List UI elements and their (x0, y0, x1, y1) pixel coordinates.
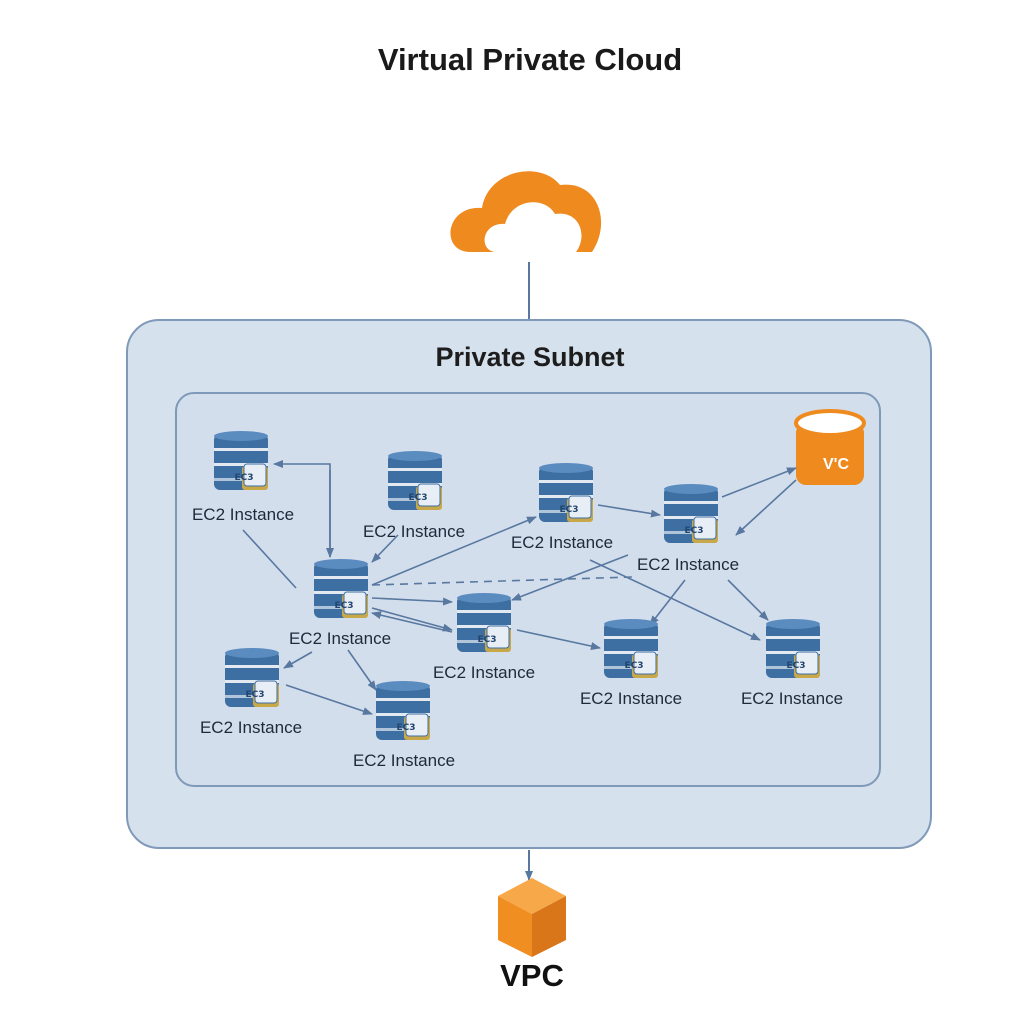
ec2-instance-node[interactable]: EC2 Instance (240, 629, 440, 739)
server-badge: EC3 (786, 661, 805, 671)
server-badge: EC3 (408, 493, 427, 503)
connection-arrow (347, 649, 377, 691)
vpc-cube-icon (498, 878, 566, 957)
connection-arrow (371, 576, 633, 586)
cloud-icon (450, 171, 602, 252)
connection-arrow (371, 516, 537, 586)
server-badge: EC3 (559, 505, 578, 515)
ec2-instance-node[interactable]: EC2 Instance (692, 689, 892, 799)
page-title: Virtual Private Cloud (377, 42, 683, 77)
server-badge: EC3 (396, 723, 415, 733)
connection-arrow (589, 559, 761, 641)
connection-arrow (735, 479, 797, 536)
server-badge: EC3 (234, 473, 253, 483)
connection-arrow (511, 554, 629, 601)
ec2-instance-node[interactable]: EC2 Instance (151, 718, 351, 828)
ec2-instance-node[interactable]: EC2 Instance (588, 555, 788, 665)
subnet-title: Private Subnet (435, 342, 625, 372)
connection-arrow (649, 579, 686, 626)
instance-label: EC2 Instance (432, 663, 536, 682)
ec2-instance-node[interactable]: EC2 Instance (531, 689, 731, 799)
instance-label: EC2 Instance (199, 718, 303, 737)
connection-arrow (516, 629, 601, 651)
instance-label: EC2 Instance (740, 689, 844, 708)
server-badges: EC3 EC3 EC3 EC3 EC3 EC3 EC3 EC3 EC3 EC3 (234, 473, 805, 733)
ec2-instance-node[interactable]: EC2 Instance (314, 522, 514, 632)
vpc-database-icon (794, 409, 866, 485)
connections (242, 460, 797, 715)
connection-arrow (283, 651, 313, 669)
server-badge: EC3 (624, 661, 643, 671)
ec2-instance-node[interactable]: EC2 Instance (304, 751, 504, 861)
connection-arrow (597, 504, 661, 518)
connection-arrow (371, 597, 453, 606)
vpc-database-label: V'C (822, 456, 850, 473)
instance-label: EC2 Instance (510, 533, 614, 552)
ec2-instance-node[interactable]: EC2 Instance (462, 533, 662, 643)
server-badge: EC3 (477, 635, 496, 645)
connection-arrow (371, 607, 453, 632)
vpc-label: VPC (500, 958, 564, 993)
instance-label: EC2 Instance (362, 522, 466, 541)
connection-arrow (371, 534, 399, 563)
server-badge: EC3 (245, 690, 264, 700)
ec2-instance-node[interactable]: EC2 Instance (384, 663, 584, 773)
instance-label: EC2 Instance (288, 629, 392, 648)
server-badge: EC3 (684, 526, 703, 536)
connection-arrow (371, 611, 453, 633)
connection-arrow (242, 529, 297, 589)
instance-label: EC2 Instance (352, 751, 456, 770)
instance-label: EC2 Instance (191, 505, 295, 524)
instance-label: EC2 Instance (636, 555, 740, 574)
instance-label: EC2 Instance (579, 689, 683, 708)
server-badge: EC3 (334, 601, 353, 611)
ec2-instance-node[interactable]: EC2 Instance (143, 505, 343, 615)
connection-arrow (721, 467, 797, 498)
connection-arrow (727, 579, 769, 621)
connection-arrow (285, 684, 373, 715)
